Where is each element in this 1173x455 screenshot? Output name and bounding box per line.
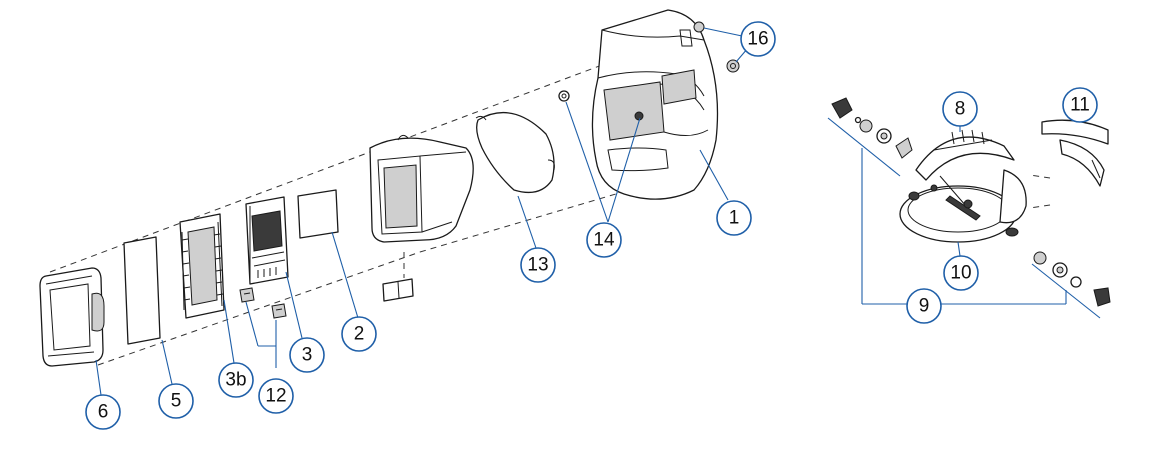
callout-label: 12 bbox=[265, 386, 286, 407]
callout-2: 2 bbox=[341, 316, 377, 352]
callout-8: 8 bbox=[942, 91, 978, 127]
part-inner-liner bbox=[475, 111, 555, 194]
callout-16: 16 bbox=[740, 21, 776, 57]
part-adf-cartridge bbox=[245, 196, 289, 285]
part-sweatband bbox=[1041, 119, 1109, 187]
part-cartridge-holder bbox=[369, 134, 474, 243]
part-inside-cover-lens bbox=[297, 189, 339, 239]
part-magnifier-lens bbox=[382, 252, 414, 302]
part-headgear bbox=[899, 129, 1027, 243]
callout-13: 13 bbox=[520, 247, 556, 283]
callout-label: 13 bbox=[527, 255, 548, 276]
callout-12: 12 bbox=[258, 378, 294, 414]
callout-10: 10 bbox=[943, 255, 979, 291]
callout-label: 2 bbox=[354, 324, 365, 345]
part-helmet-shell bbox=[591, 9, 719, 200]
callout-label: 14 bbox=[593, 230, 615, 251]
part-pivot-hardware bbox=[831, 97, 1111, 307]
part-side-knobs bbox=[558, 21, 740, 102]
callout-label: 16 bbox=[747, 29, 768, 50]
callout-1: 1 bbox=[716, 200, 752, 236]
part-clips bbox=[239, 287, 287, 319]
callout-label: 1 bbox=[729, 208, 740, 229]
callout-label: 9 bbox=[919, 296, 930, 317]
callout-3: 3 bbox=[289, 337, 325, 373]
leader-lines bbox=[95, 27, 1101, 396]
callout-label: 3 bbox=[302, 345, 313, 366]
callout-label: 10 bbox=[950, 263, 971, 284]
callout-6: 6 bbox=[85, 394, 121, 430]
callout-label: 3b bbox=[225, 370, 246, 391]
callout-3b: 3b bbox=[218, 362, 254, 398]
callout-9: 9 bbox=[906, 288, 942, 324]
part-outer-cover-lens bbox=[39, 267, 105, 367]
callout-label: 5 bbox=[171, 391, 182, 412]
callout-11: 11 bbox=[1062, 87, 1098, 123]
callout-5: 5 bbox=[158, 383, 194, 419]
callout-label: 8 bbox=[955, 99, 966, 120]
part-clear-lens bbox=[123, 236, 161, 345]
callout-label: 6 bbox=[98, 402, 109, 423]
part-adf-frame bbox=[179, 213, 225, 319]
callout-label: 11 bbox=[1070, 95, 1090, 116]
callout-14: 14 bbox=[586, 222, 622, 258]
